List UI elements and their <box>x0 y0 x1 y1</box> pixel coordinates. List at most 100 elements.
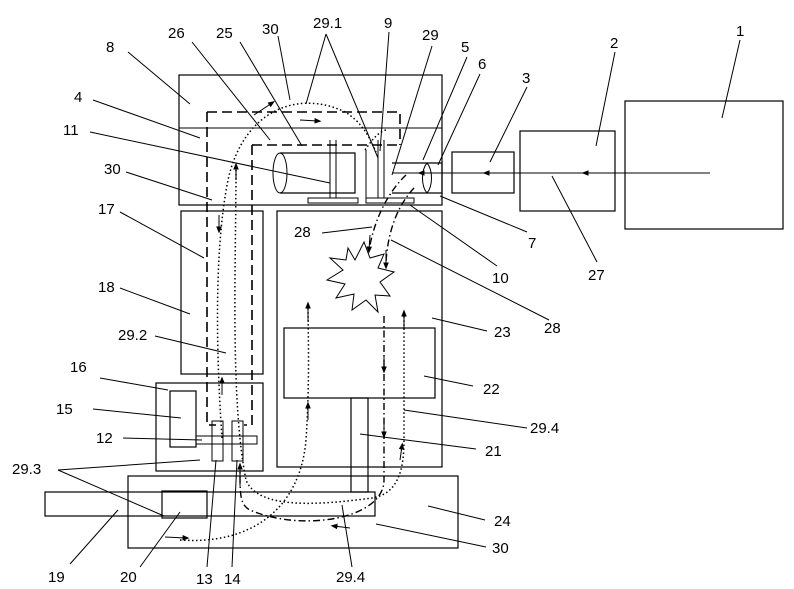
leader-3 <box>489 86 528 163</box>
dotted-flow-top <box>216 102 377 439</box>
dashdot-arrow-5 <box>330 523 351 530</box>
leader-14 <box>231 459 238 568</box>
label-12: 12 <box>96 430 113 447</box>
label-29-1: 29.1 <box>313 15 342 32</box>
leader-9 <box>379 31 390 152</box>
leader-11 <box>89 131 331 184</box>
dashed-loop-outer-left <box>206 112 216 426</box>
leader-28a <box>321 226 373 234</box>
leader-12 <box>122 437 203 441</box>
leader-28b <box>390 239 550 321</box>
leader-29 <box>391 45 433 176</box>
bar-12 <box>195 435 258 445</box>
base-24-box <box>127 475 459 549</box>
label-22: 22 <box>483 381 500 398</box>
label-3: 3 <box>522 70 530 87</box>
component-2-box <box>519 130 616 212</box>
leader-22 <box>423 375 474 387</box>
dashed-loop-inner-left <box>244 145 253 426</box>
leader-30a <box>277 35 291 101</box>
dashed-loop-outer <box>207 111 401 145</box>
leader-21 <box>359 433 477 450</box>
label-29-3: 29.3 <box>12 461 41 478</box>
label-19: 19 <box>48 569 65 586</box>
rail-19 <box>44 491 376 517</box>
block-16-box <box>155 382 264 472</box>
dotted-flow-right <box>364 129 387 151</box>
dotted-arrow-8 <box>253 101 275 116</box>
label-1: 1 <box>736 23 744 40</box>
label-18: 18 <box>98 279 115 296</box>
label-28-right: 28 <box>544 320 561 337</box>
dotted-flow-mid <box>234 169 405 505</box>
label-17: 17 <box>98 201 115 218</box>
dashdot-flow-c <box>239 316 385 522</box>
leader-29-1b <box>325 33 379 159</box>
label-5: 5 <box>461 39 469 56</box>
label-4: 4 <box>74 89 82 106</box>
label-16: 16 <box>70 359 87 376</box>
label-28-top: 28 <box>294 224 311 241</box>
leader-23 <box>431 317 488 332</box>
leader-18 <box>119 287 191 315</box>
leader-10 <box>409 204 498 267</box>
column-18-box <box>180 210 264 375</box>
leader-13 <box>206 459 217 568</box>
leader-30b <box>125 171 213 201</box>
leader-7 <box>439 195 528 233</box>
label-13: 13 <box>196 571 213 588</box>
label-15: 15 <box>56 401 73 418</box>
component-15-box <box>169 390 197 448</box>
leader-25 <box>239 41 303 147</box>
label-14: 14 <box>224 571 241 588</box>
label-30-bottom: 30 <box>492 540 509 557</box>
label-30-top: 30 <box>262 21 279 38</box>
leader-2 <box>595 51 616 147</box>
label-11: 11 <box>63 122 79 139</box>
leader-29-1a <box>305 33 327 105</box>
leader-20 <box>139 511 181 568</box>
shaft-21 <box>350 397 369 493</box>
element-14 <box>231 420 244 462</box>
label-29-4-bottom: 29.4 <box>336 569 365 586</box>
leader-15 <box>92 408 182 419</box>
leader-30c <box>375 523 487 548</box>
leader-6 <box>437 73 481 166</box>
lens-holder-6 <box>392 162 443 194</box>
component-1-box <box>624 100 784 230</box>
dashdot-arrow-1 <box>366 234 373 254</box>
label-6: 6 <box>478 56 486 73</box>
leader-26 <box>191 41 271 141</box>
component-25-end <box>272 152 288 194</box>
label-8: 8 <box>106 39 114 56</box>
label-10: 10 <box>492 270 509 287</box>
label-9: 9 <box>384 15 392 32</box>
leader-29-3b <box>57 469 165 517</box>
label-30-left: 30 <box>104 161 121 178</box>
dashdot-flow-b <box>385 187 415 263</box>
leader-16 <box>99 377 169 391</box>
label-7: 7 <box>528 235 536 252</box>
base-plate-10 <box>365 197 415 204</box>
dotted-arrow-9 <box>299 118 322 124</box>
element-13 <box>211 420 224 462</box>
label-23: 23 <box>494 324 511 341</box>
lens-6 <box>422 162 432 194</box>
label-25: 25 <box>216 25 233 42</box>
dotted-arrow-6 <box>164 535 190 541</box>
label-29-4-right: 29.4 <box>530 420 559 437</box>
label-29-2: 29.2 <box>118 327 147 344</box>
base-plate-11 <box>307 197 359 204</box>
label-20: 20 <box>120 569 137 586</box>
label-21: 21 <box>485 443 502 460</box>
label-26: 26 <box>168 25 185 42</box>
label-27: 27 <box>588 267 605 284</box>
component-22-box <box>283 327 436 399</box>
leader-1 <box>721 39 741 119</box>
label-29: 29 <box>422 27 439 44</box>
leader-8 <box>127 51 191 105</box>
dotted-arrow-7 <box>398 442 405 461</box>
carriage-20 <box>161 490 208 519</box>
dashdot-flow-a <box>369 174 407 246</box>
